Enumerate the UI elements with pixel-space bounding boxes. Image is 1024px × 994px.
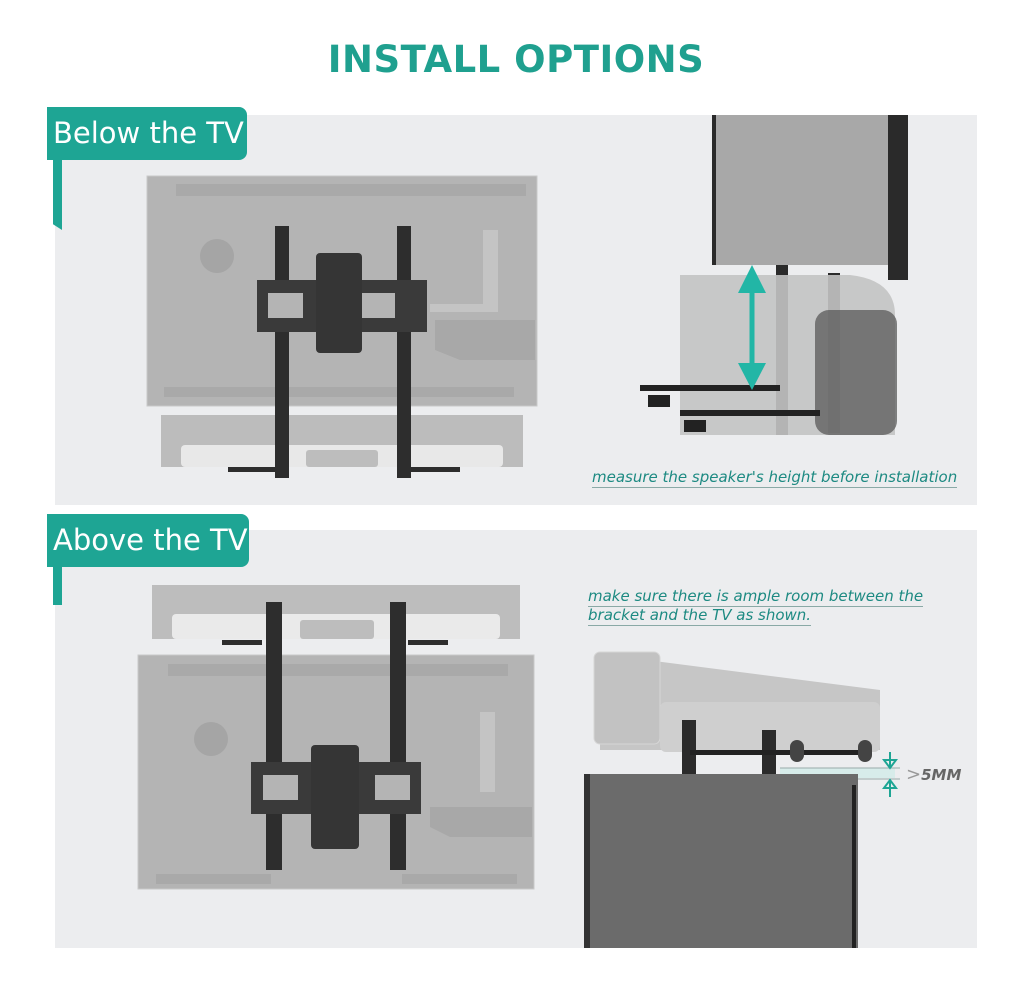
above-tv-rear-illustration [137, 585, 535, 890]
below-tv-rear-illustration [146, 175, 538, 478]
above-tv-note-line1: make sure there is ample room between th… [588, 587, 924, 607]
above-tv-side-illustration [584, 651, 900, 948]
above-tv-note-line2: bracket and the TV as shown. [588, 606, 812, 626]
gap-value: 5MM [921, 766, 962, 784]
below-tv-label: Below the TV [47, 107, 247, 160]
above-tv-label: Above the TV [47, 514, 249, 567]
tab-stem-decoration [53, 158, 62, 230]
below-tv-side-illustration [640, 115, 908, 435]
below-tv-note: measure the speaker's height before inst… [592, 468, 958, 488]
greater-than-symbol: > [906, 764, 922, 785]
page-title: INSTALL OPTIONS [327, 38, 705, 81]
gap-dimension-label: >5MM [906, 764, 961, 785]
above-tv-note: make sure there is ample room between th… [588, 587, 924, 626]
below-tv-note-text: measure the speaker's height before inst… [592, 468, 958, 488]
tab-stem-decoration [53, 565, 62, 605]
